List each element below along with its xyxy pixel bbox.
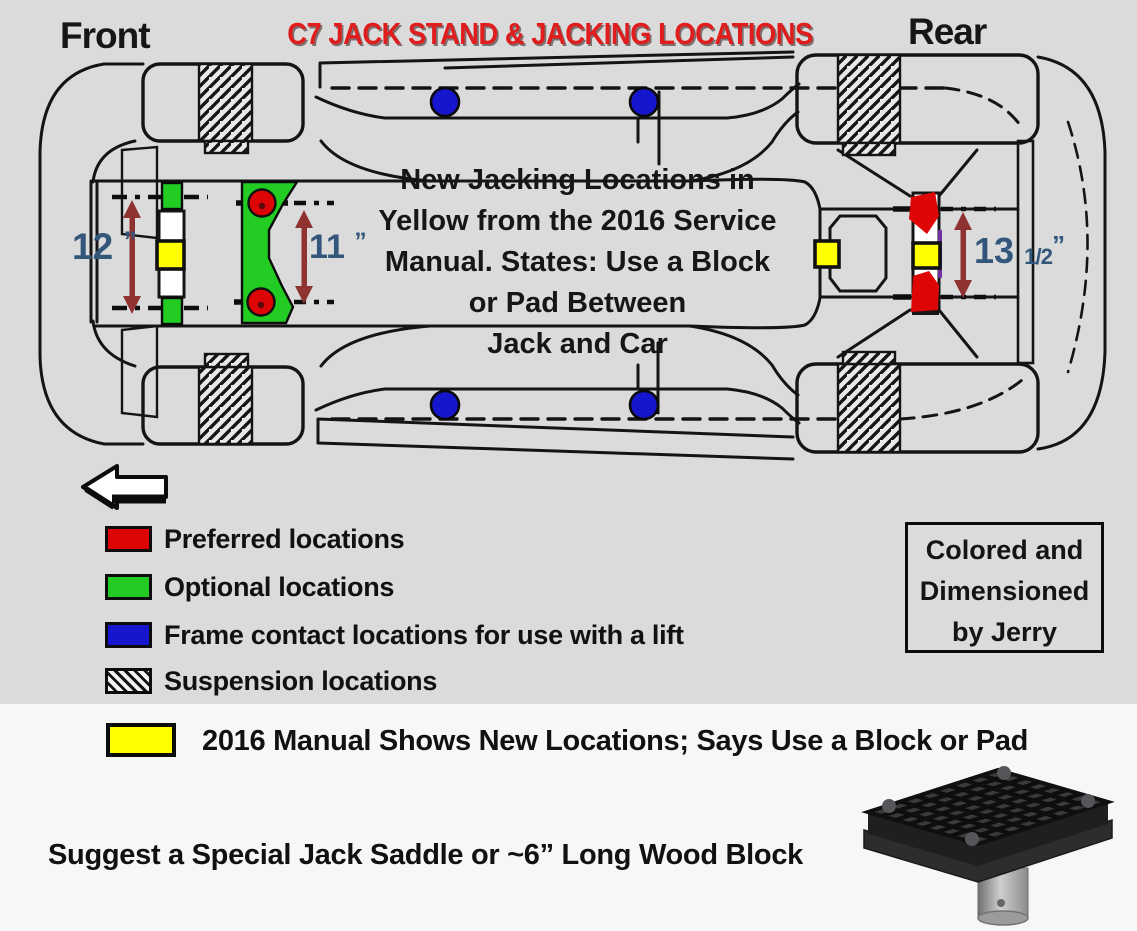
legend-label: Preferred locations (164, 523, 405, 554)
page-title: C7 JACK STAND & JACKING LOCATIONS (287, 16, 813, 51)
dimension-mid-11in: 11 ” (309, 228, 367, 267)
preferred-location-rear-top (909, 192, 939, 234)
optional-location-strip-top (160, 181, 184, 211)
credit-box: Colored and Dimensioned by Jerry (905, 522, 1104, 653)
frame-contact-points (429, 86, 660, 421)
dimension-front-value: 12 (72, 226, 114, 267)
suspension-hatches (197, 53, 902, 454)
frame-contact-swatch (105, 622, 152, 648)
manual-note: 2016 Manual Shows New Locations; Says Us… (202, 725, 1029, 757)
dimension-mid-value: 11 (309, 228, 345, 266)
inch-mark: ” (123, 226, 136, 256)
dimension-rear-13-5in: 13 1/2” (974, 230, 1065, 272)
suspension-hatch-front-top (197, 62, 254, 143)
jack-pad-corner-pads (882, 766, 1095, 846)
suspension-swatch (105, 668, 152, 694)
legend-row-suspension: Suspension locations (105, 666, 437, 696)
suspension-hatch-front-bottom (197, 365, 254, 446)
lift-point-front-bottom (429, 389, 461, 421)
front-bumper-outline (38, 62, 145, 446)
front-jack-locations (155, 180, 300, 326)
legend-label: Frame contact locations for use with a l… (164, 619, 684, 650)
dimension-rear-value: 13 (974, 230, 1015, 271)
legend-label: Suspension locations (164, 665, 438, 696)
front-label: Front (60, 15, 151, 56)
optional-location-zone (240, 180, 300, 325)
new-location-rear-center (911, 241, 942, 270)
jack-pad-grid (881, 772, 1095, 842)
left-arrow-icon (81, 464, 168, 510)
rear-wheel-bottom (795, 362, 1040, 454)
jack-pad-photo (861, 766, 1115, 926)
lift-point-front-top (429, 86, 461, 118)
dimension-rear-fraction: 1/2 (1024, 244, 1053, 269)
legend-row-preferred: Preferred locations (105, 523, 405, 554)
inch-mark: ” (1052, 232, 1065, 260)
suspension-hatch-rear-bottom (836, 362, 902, 454)
rear-wheel-top (795, 53, 1040, 145)
rear-bumper-outline (1036, 55, 1107, 451)
lift-point-rear-top (628, 86, 660, 118)
suspension-hatch-rear-top (836, 53, 902, 145)
preferred-swatch (105, 526, 152, 552)
legend-row-optional: Optional locations (105, 572, 394, 602)
lift-point-rear-bottom (628, 389, 660, 421)
new-location-rear-left (813, 239, 841, 269)
dimension-arrows (123, 200, 972, 314)
new-location-swatch (106, 723, 176, 757)
car-outline (38, 50, 1107, 461)
center-note: New Jacking Locations in Yellow from the… (378, 164, 777, 360)
optional-swatch (105, 574, 152, 600)
dimension-front-12in: 12 ” (72, 226, 137, 268)
optional-location-strip-bottom (160, 296, 184, 326)
legend-row-frame-contact: Frame contact locations for use with a l… (105, 620, 684, 650)
legend-label: Optional locations (164, 571, 395, 602)
rear-label: Rear (908, 11, 987, 52)
inch-mark: ” (354, 228, 366, 255)
suggestion-note: Suggest a Special Jack Saddle or ~6” Lon… (48, 839, 803, 871)
new-location-front (155, 239, 186, 271)
preferred-location-rear-bottom (911, 271, 939, 312)
rear-jack-locations (813, 191, 942, 315)
